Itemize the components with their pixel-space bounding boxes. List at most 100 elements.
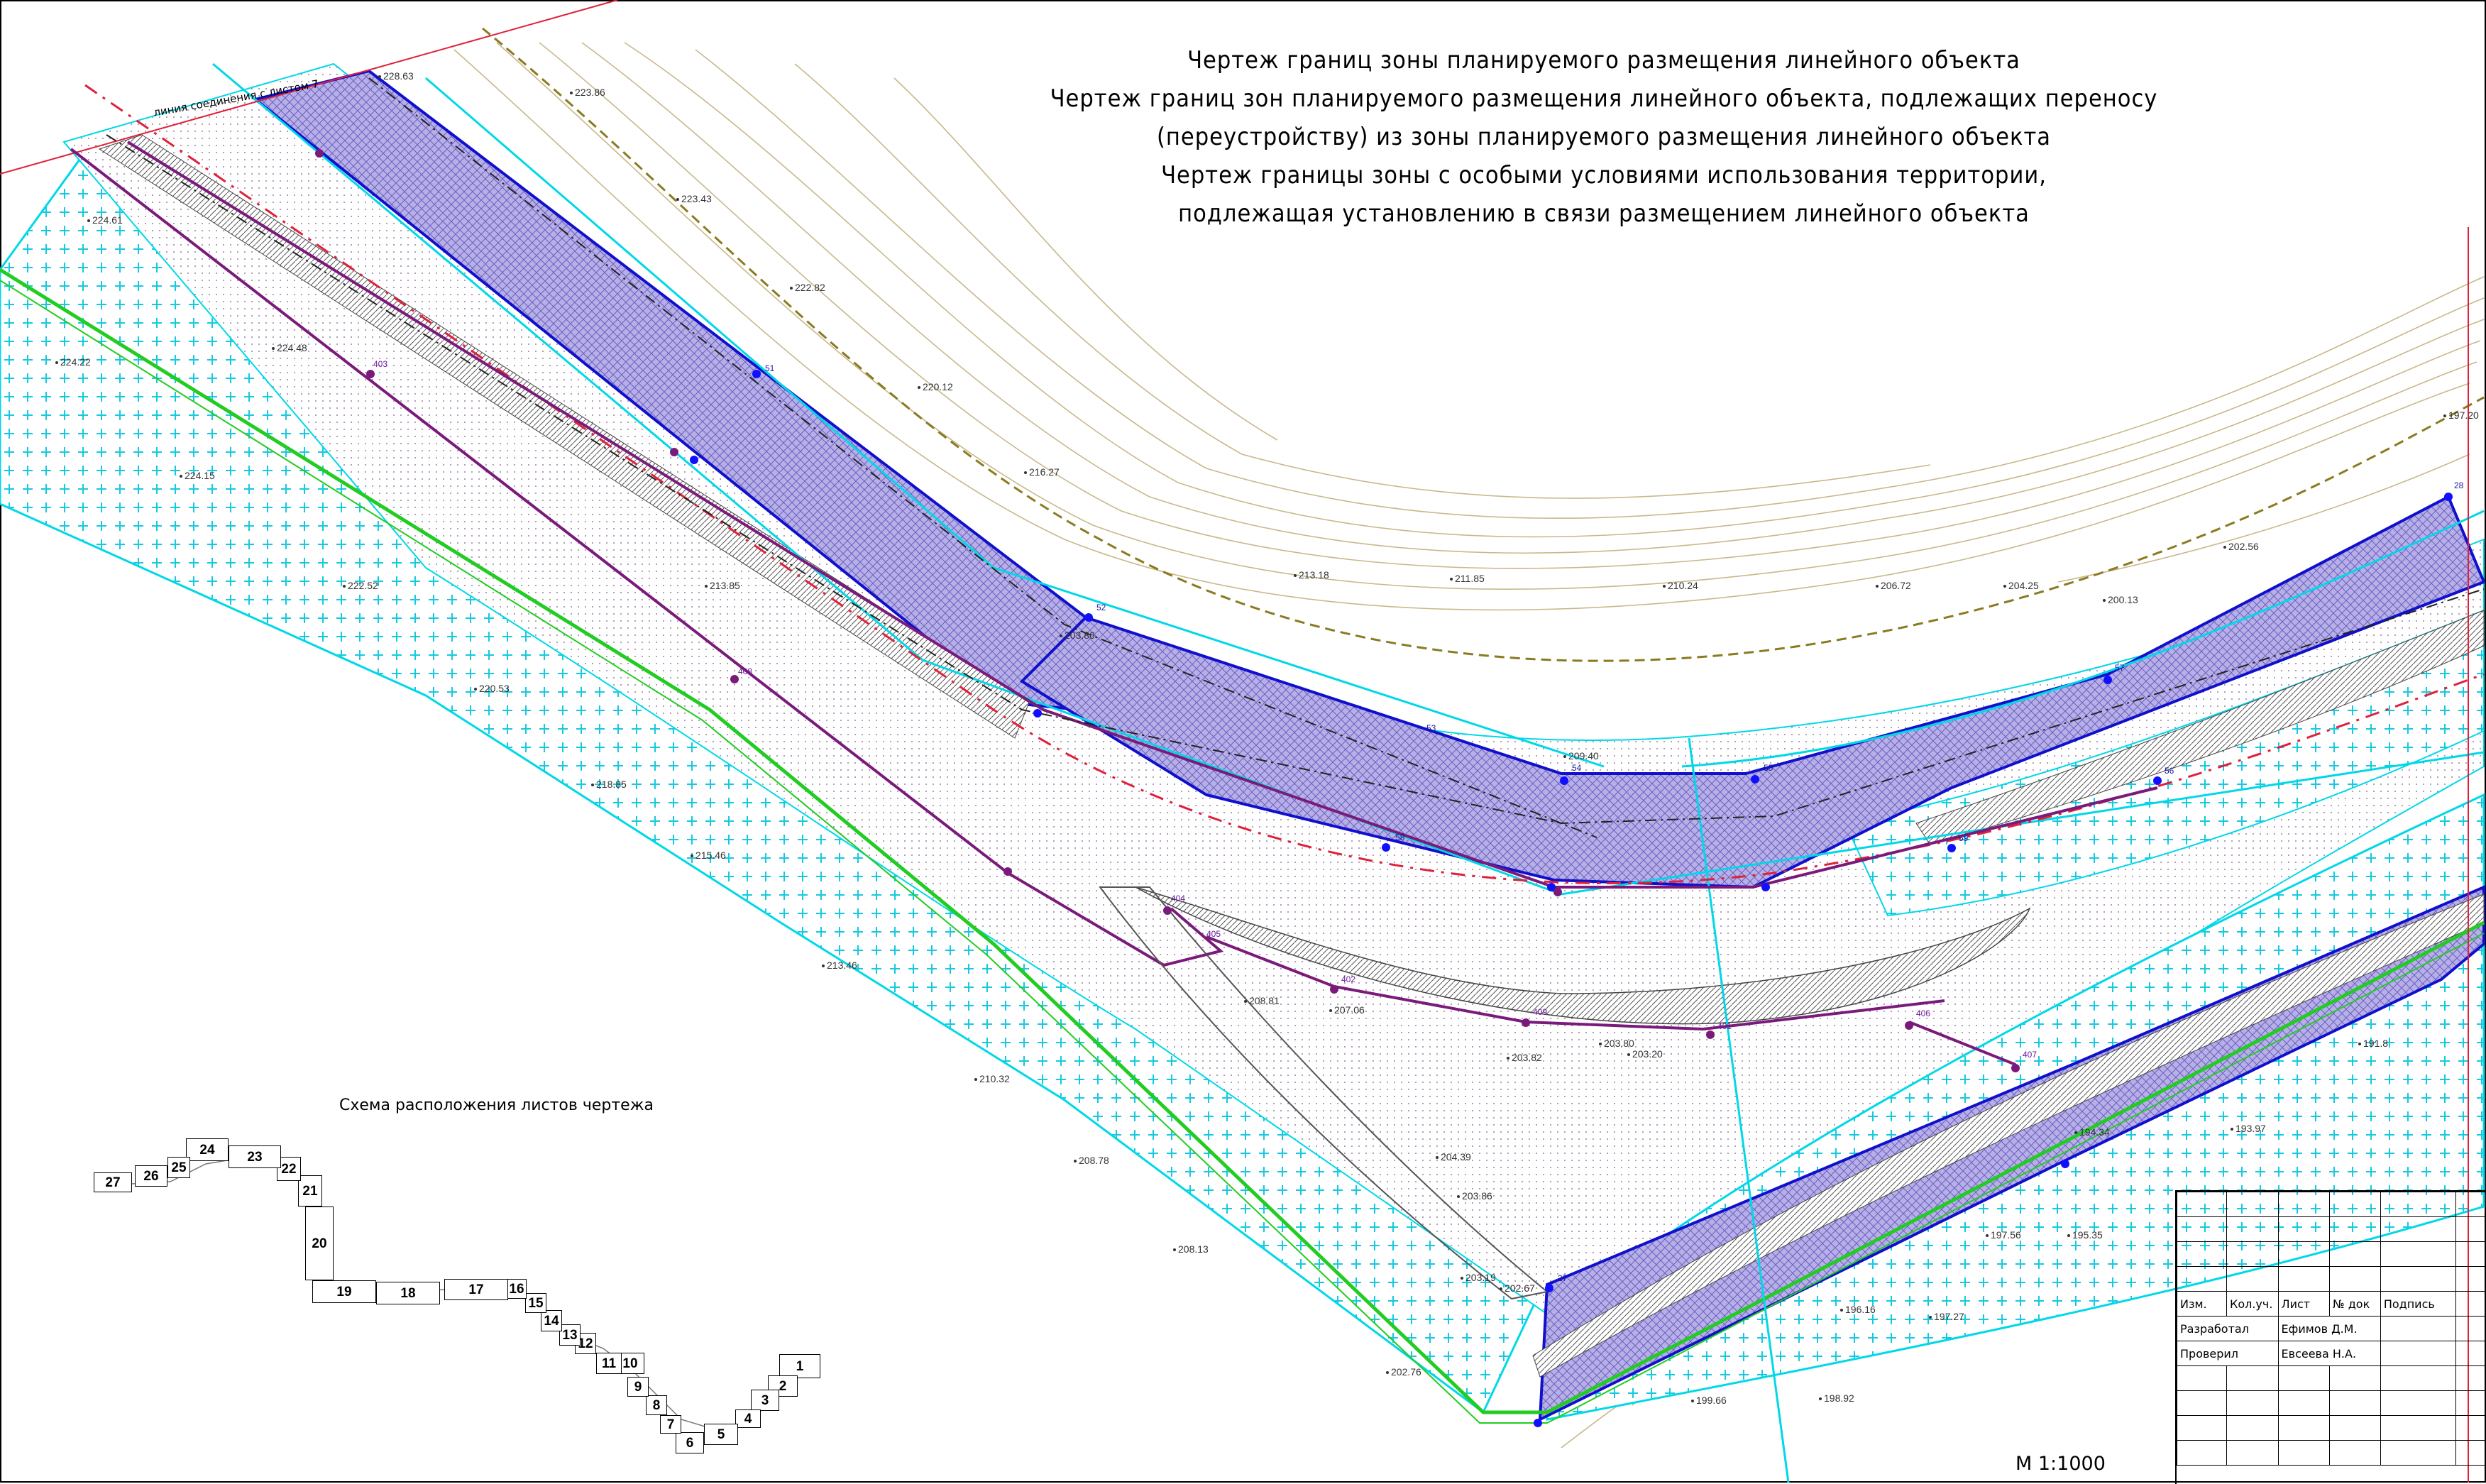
stamp-role-developer: Разработал xyxy=(2177,1316,2279,1341)
sheet-box-25: 25 xyxy=(167,1157,190,1178)
elevation-label: 208.78 xyxy=(1079,1155,1109,1166)
sheet-box-19: 19 xyxy=(312,1280,376,1303)
green-boundary xyxy=(0,268,2485,1414)
elevation-label: 222.82 xyxy=(795,282,825,293)
elevation-label: 220.53 xyxy=(479,683,510,694)
elevation-label: 202.76 xyxy=(1391,1366,1421,1378)
elevation-label: 208.81 xyxy=(1249,995,1280,1006)
title-line-4: Чертеж границы зоны с особыми условиями … xyxy=(1161,161,2047,189)
elevation-label: 224.48 xyxy=(277,342,307,353)
elevation-labels: 223.86228.63223.43222.82224.61220.12224.… xyxy=(55,70,2479,1406)
point-label-blue: 58 xyxy=(1395,832,1405,842)
elevation-label: 206.72 xyxy=(1881,580,1911,591)
elevation-label: 203.20 xyxy=(1632,1048,1663,1060)
elevation-label: 193.97 xyxy=(2235,1123,2266,1134)
elevation-dot xyxy=(2074,1131,2077,1134)
elevation-label: 213.85 xyxy=(710,580,740,591)
point-label-blue: 57 xyxy=(2115,663,2125,673)
sheet-box-4: 4 xyxy=(735,1409,761,1428)
boundary-points-blue xyxy=(690,370,2453,1427)
elevation-dot xyxy=(2003,585,2006,588)
point-label-blue: 53 xyxy=(1426,723,1436,733)
elevation-dot xyxy=(1461,1277,1463,1280)
title-line-3: (переустройству) из зоны планируемого ра… xyxy=(1156,123,2052,151)
elevation-dot xyxy=(1386,1371,1389,1374)
elevation-label: 210.32 xyxy=(979,1073,1010,1084)
title-line-2: Чертеж границ зон планируемого размещени… xyxy=(1050,84,2158,113)
point-label-purple: 402 xyxy=(1341,974,1355,984)
point-label-blue: 27 xyxy=(1558,1273,1568,1283)
point-label-blue: 56 xyxy=(2165,766,2174,776)
elevation-dot xyxy=(1060,634,1062,637)
point-label-blue: 59 xyxy=(1959,833,1969,843)
point-label-purple: 403 xyxy=(373,359,387,369)
elevation-dot xyxy=(1173,1248,1176,1251)
stamp-name-developer: Ефимов Д.М. xyxy=(2277,1316,2381,1341)
sheet-box-16: 16 xyxy=(507,1279,527,1299)
elevation-dot xyxy=(1929,1316,1932,1319)
sheet-box-27: 27 xyxy=(94,1172,132,1192)
elevation-dot xyxy=(2443,414,2446,417)
point-label-purple: 401 xyxy=(1717,1021,1732,1031)
elevation-dot xyxy=(2223,546,2226,549)
sheet-box-22: 22 xyxy=(277,1157,301,1181)
elevation-label: 207.06 xyxy=(1334,1004,1365,1016)
elevation-dot xyxy=(1507,1057,1509,1060)
elevation-dot xyxy=(918,386,920,389)
elevation-label: 200.13 xyxy=(2108,594,2138,605)
elevation-dot xyxy=(55,361,58,364)
elevation-label: 203.86 xyxy=(1462,1190,1492,1202)
elevation-dot xyxy=(1876,585,1879,588)
elevation-label: 220.12 xyxy=(923,381,953,392)
sheet-box-11: 11 xyxy=(596,1353,622,1374)
elevation-dot xyxy=(180,475,182,478)
elevation-label: 197.20 xyxy=(2448,410,2479,421)
elevation-label: 224.61 xyxy=(92,214,123,226)
sheet-box-7: 7 xyxy=(660,1415,681,1434)
sheet-box-5: 5 xyxy=(704,1424,738,1445)
slope-upper-left xyxy=(98,134,1030,739)
sheet-box-13: 13 xyxy=(559,1324,581,1346)
elevation-dot xyxy=(705,585,708,588)
elevation-label: 202.56 xyxy=(2228,541,2259,552)
cyan-lines xyxy=(212,62,2485,1483)
stamp-role-checker: Проверил xyxy=(2177,1341,2279,1366)
sheet-box-20: 20 xyxy=(305,1207,334,1280)
elevation-dot xyxy=(272,347,275,350)
sheet-box-9: 9 xyxy=(627,1377,649,1397)
elevation-dot xyxy=(591,784,594,786)
title-line-5: подлежащая установлению в связи размещен… xyxy=(1178,199,2030,228)
sheet-box-26: 26 xyxy=(135,1165,167,1187)
sheet-box-6: 6 xyxy=(676,1432,704,1453)
point-label-purple: 409 xyxy=(1533,1007,1547,1017)
elevation-dot xyxy=(378,75,381,78)
dark-dashed-lines xyxy=(106,77,2485,838)
elevation-dot xyxy=(2231,1128,2233,1131)
point-label-blue: 52 xyxy=(1096,603,1106,612)
sheet-box-14: 14 xyxy=(541,1310,562,1331)
sheet-box-15: 15 xyxy=(525,1293,546,1313)
point-label-purple: 406 xyxy=(1916,1008,1930,1018)
title-line-1: Чертеж границ зоны планируемого размещен… xyxy=(1187,46,2020,75)
stamp-header-kolvo: Кол.уч. xyxy=(2226,1291,2279,1317)
elevation-label: 213.18 xyxy=(1299,569,1329,581)
elevation-dot xyxy=(570,92,573,94)
point-label-blue: 54 xyxy=(1572,763,1582,773)
grid-line-red xyxy=(0,0,618,175)
elevation-dot xyxy=(1691,1400,1694,1402)
elevation-dot xyxy=(822,964,825,967)
scale-label: М 1:1000 xyxy=(2015,1453,2106,1475)
stamp-header-list: Лист xyxy=(2277,1291,2331,1317)
sheet-scheme-title: Схема расположения листов чертежа xyxy=(339,1096,654,1114)
elevation-label: 228.63 xyxy=(383,70,414,82)
elevation-dot xyxy=(676,198,679,201)
sheet-box-3: 3 xyxy=(751,1390,779,1411)
elevation-dot xyxy=(1294,574,1297,577)
elevation-label: 223.43 xyxy=(681,193,712,204)
elevation-dot xyxy=(1599,1043,1602,1045)
sheet-box-23: 23 xyxy=(229,1145,281,1168)
title-stamp: Изм. Кол.уч. Лист № док Подпись Разработ… xyxy=(2175,1190,2486,1484)
elevation-label: 196.16 xyxy=(1845,1304,1876,1315)
